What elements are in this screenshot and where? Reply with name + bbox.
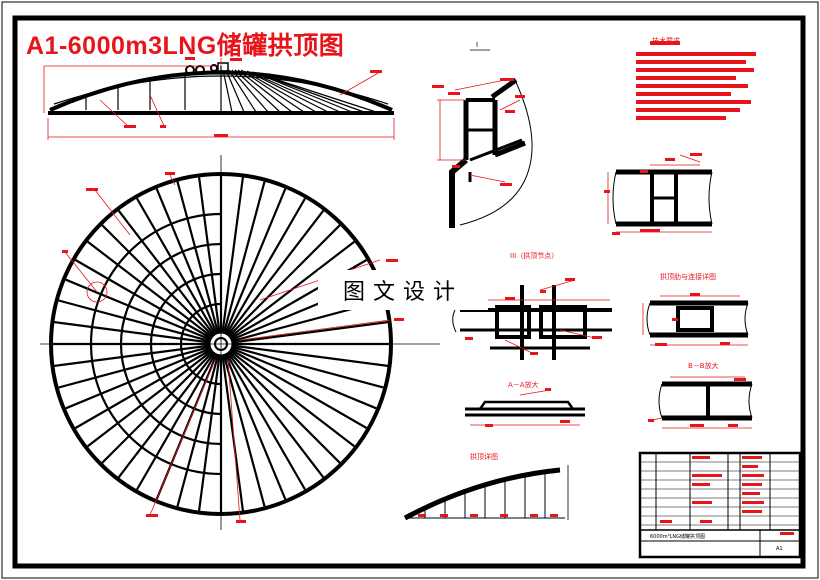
plan-rib [54,321,210,344]
plan-rib [155,188,218,334]
plan-rib [74,259,212,339]
plan-rib [87,240,213,338]
drawing-title: A1-6000m3LNG储罐拱顶图 [26,32,345,60]
title-block-drawing-name: 6000m³LNG储罐拱顶图 [650,534,706,540]
plan-rib [101,351,214,464]
plan-rib [101,224,214,337]
plan-rib [65,278,211,341]
joint-detail-view [604,153,713,235]
plan-rib [58,299,210,342]
plan-rib [221,355,244,511]
dome-elevation-view [43,57,395,140]
plan-rib [226,353,306,491]
inner-frame [12,15,806,569]
weld-detail-label: 拱顶肋与连接详图 [660,273,716,281]
plan-rib [230,349,368,429]
tech-requirements-block [636,41,756,120]
title-block-sheet-size: A1 [776,546,783,552]
plan-rib [176,355,219,507]
plan-rib [227,352,325,478]
plan-rib [58,346,210,389]
plan-rib [221,177,244,333]
plan-rib [117,210,215,336]
plan-rib [117,352,215,478]
section-bb-label: B－B放大 [688,362,719,370]
section-aa-view [465,388,585,427]
plan-rib [228,351,341,464]
plan-rib [223,181,266,333]
plan-rib [176,181,219,333]
plan-rib [54,344,210,367]
section-aa-label: A－A放大 [508,381,539,389]
plan-rib [229,350,355,448]
plan-rib [224,188,287,334]
arch-detail-view [403,465,569,521]
plan-rib [224,354,287,500]
plan-rib [65,347,211,410]
plan-rib [74,349,212,429]
weld-detail-view [642,293,749,346]
plan-rib [227,210,325,336]
plan-rib [136,197,216,335]
plan-rib [198,355,221,511]
plan-rib [228,224,341,337]
detail-iii-view [452,278,612,360]
detail-i-view [432,49,533,228]
plan-rib [198,177,221,333]
plan-rib [226,197,306,335]
section-bb-view [648,376,753,429]
detail-iii-label: III（拱顶节点） [510,252,559,260]
plan-rib [136,353,216,491]
title-block [638,451,802,559]
tech-requirements-label: 技术要求 [652,37,680,45]
plan-rib [232,321,388,344]
plan-rib [223,355,266,507]
watermark-label: 图文设计 [318,270,488,310]
plan-rib [232,344,388,367]
detail-i-label: I [476,41,479,49]
arch-detail-label: 拱顶详图 [470,453,498,461]
plan-rib [87,350,213,448]
plan-rib [232,346,384,389]
dome-plan-view [40,155,440,530]
plan-rib [231,347,377,410]
